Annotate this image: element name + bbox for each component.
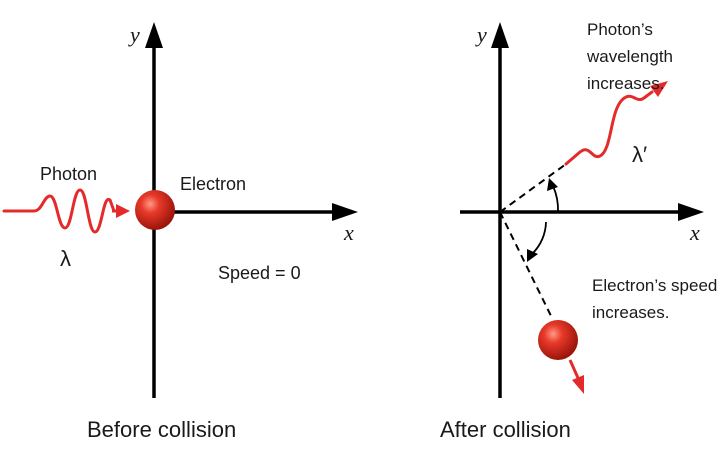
after-panel: y x Photon’s wavelength increases. λ′ El… — [440, 20, 720, 442]
electron-path-dashed — [499, 211, 553, 319]
before-caption: Before collision — [87, 417, 236, 442]
electron-angle-arc — [531, 221, 547, 255]
electron-note: Electron’s speed increases. — [592, 276, 720, 322]
after-x-arrowhead — [678, 203, 704, 221]
photon-note-line-2: wavelength — [586, 47, 673, 66]
before-x-arrowhead — [332, 203, 358, 221]
electron-after — [538, 320, 578, 360]
photon-label: Photon — [40, 164, 97, 184]
electron-note-line-2: increases. — [592, 303, 669, 322]
photon-note: Photon’s wavelength increases. — [586, 20, 678, 93]
electron-motion-arrowhead — [572, 375, 584, 394]
after-y-arrowhead — [491, 22, 509, 48]
photon-note-line-1: Photon’s — [587, 20, 653, 39]
photon-angle-arc — [552, 185, 559, 213]
electron-angle-arrowhead — [527, 249, 538, 262]
scattered-photon-wave — [564, 90, 654, 166]
photon-path-dashed — [499, 163, 567, 213]
scattered-photon-arrowhead — [650, 81, 668, 97]
after-x-label: x — [689, 220, 700, 245]
before-x-label: x — [343, 220, 354, 245]
lambda-prime-label: λ′ — [632, 142, 647, 167]
before-y-label: y — [128, 22, 140, 47]
incoming-photon-arrowhead — [116, 204, 130, 218]
electron-note-line-1: Electron’s speed — [592, 276, 717, 295]
lambda-label: λ — [60, 246, 71, 271]
after-y-label: y — [475, 22, 487, 47]
before-panel: y x Photon λ Electron Speed = 0 Before c… — [2, 22, 358, 442]
after-caption: After collision — [440, 417, 571, 442]
electron-motion-line — [568, 359, 580, 379]
electron-before — [135, 190, 175, 230]
photon-angle-arrowhead — [547, 178, 558, 191]
before-y-arrowhead — [145, 22, 163, 48]
photon-note-line-3: increases. — [587, 74, 664, 93]
electron-label: Electron — [180, 174, 246, 194]
speed-label: Speed = 0 — [218, 263, 301, 283]
incoming-photon-wave — [2, 188, 116, 234]
